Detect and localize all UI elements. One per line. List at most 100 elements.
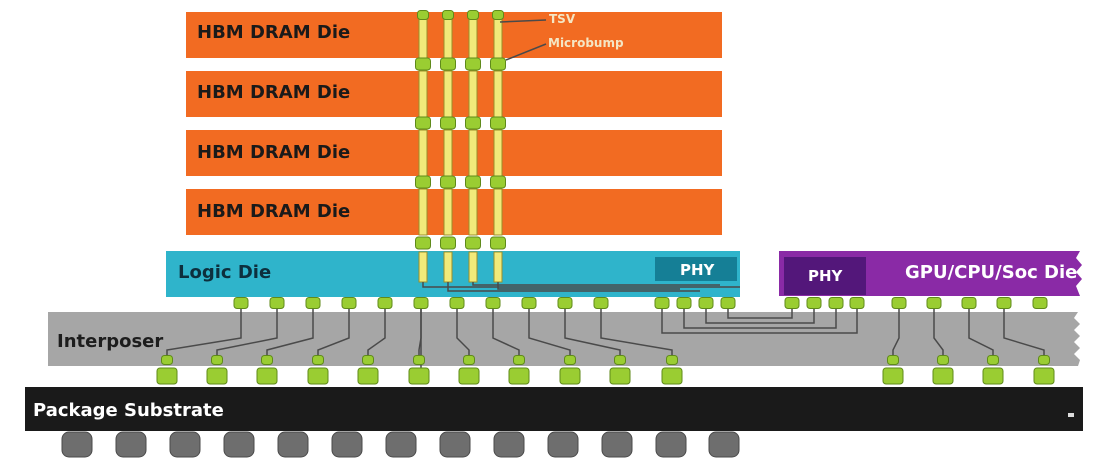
logic-die-microbump (676, 297, 692, 309)
bga-ball (493, 431, 525, 458)
microbump (465, 57, 481, 71)
c4-bump-cap (261, 355, 273, 365)
gpu-die-label: GPU/CPU/Soc Die (905, 262, 1078, 283)
package-substrate (25, 387, 1083, 431)
hbm-die-label-2: HBM DRAM Die (197, 82, 351, 103)
c4-bump (256, 367, 278, 385)
tsv (443, 70, 453, 118)
bga-ball (169, 431, 201, 458)
microbump (490, 175, 506, 189)
gpu-die-microbump (1032, 297, 1048, 309)
bga-ball (331, 431, 363, 458)
tsv (443, 251, 453, 283)
logic-die-microbump (305, 297, 321, 309)
c4-bump-cap (937, 355, 949, 365)
c4-bump (932, 367, 954, 385)
gpu-die-microbump (828, 297, 844, 309)
microbump (490, 57, 506, 71)
hbm-dram-die (186, 71, 722, 117)
hbm-dram-die (186, 130, 722, 176)
microbump (465, 175, 481, 189)
logic-die-microbump (593, 297, 609, 309)
logic-die-microbump (233, 297, 249, 309)
tsv (418, 70, 428, 118)
logic-die-trace (422, 282, 740, 288)
logic-die-microbump (377, 297, 393, 309)
logic-phy-block (655, 257, 737, 281)
interposer-label: Interposer (57, 331, 164, 352)
c4-bump-cap (564, 355, 576, 365)
microbump-callout-label: Microbump (548, 36, 624, 50)
tsv (493, 129, 503, 177)
c4-bump-cap (666, 355, 678, 365)
tsv (468, 251, 478, 283)
tsv (418, 188, 428, 236)
c4-bump (559, 367, 581, 385)
c4-bump (882, 367, 904, 385)
gpu-die-microbump (891, 297, 907, 309)
gpu-die-microbump (849, 297, 865, 309)
tsv (468, 70, 478, 118)
c4-bump-cap (513, 355, 525, 365)
substrate-marker (1068, 413, 1074, 417)
c4-bump (1033, 367, 1055, 385)
c4-bump-cap (161, 355, 173, 365)
logic-die-microbump (449, 297, 465, 309)
microbump (415, 236, 431, 250)
tsv (493, 70, 503, 118)
c4-bump (982, 367, 1004, 385)
bga-ball (277, 431, 309, 458)
phy-link-trace (661, 309, 858, 334)
microbump (440, 175, 456, 189)
phy-link-trace (727, 309, 793, 319)
gpu-die-microbump (926, 297, 942, 309)
hbm-dram-die (186, 12, 722, 58)
gpu-die-microbump (806, 297, 822, 309)
microbump (492, 10, 504, 20)
bga-ball (547, 431, 579, 458)
hbm-die-label-4: HBM DRAM Die (197, 201, 351, 222)
c4-bump-cap (312, 355, 324, 365)
c4-bump (661, 367, 683, 385)
c4-bump-cap (887, 355, 899, 365)
tsv-callout-leader (499, 19, 547, 23)
tsv (493, 251, 503, 283)
phy-link-trace (683, 309, 837, 329)
tsv (418, 129, 428, 177)
microbump (417, 10, 429, 20)
tsv (468, 129, 478, 177)
logic-die-trace (472, 282, 720, 286)
c4-bump (206, 367, 228, 385)
logic-die-trace (447, 282, 700, 292)
microbump (440, 57, 456, 71)
hbm-die-label-3: HBM DRAM Die (197, 142, 351, 163)
bga-ball (115, 431, 147, 458)
c4-bump (156, 367, 178, 385)
microbump (415, 175, 431, 189)
c4-bump-cap (1038, 355, 1050, 365)
c4-bump-cap (463, 355, 475, 365)
interposer (48, 312, 1080, 366)
bga-ball (61, 431, 93, 458)
c4-bump-cap (362, 355, 374, 365)
logic-die-microbump (720, 297, 736, 309)
c4-bump (307, 367, 329, 385)
microbump (442, 10, 454, 20)
gpu-phy-block (784, 257, 866, 295)
tsv (418, 251, 428, 283)
logic-die-trace (497, 282, 680, 290)
microbump (465, 116, 481, 130)
c4-bump-cap (987, 355, 999, 365)
logic-die-microbump (341, 297, 357, 309)
c4-bump-cap (614, 355, 626, 365)
hbm-dram-die (186, 189, 722, 235)
microbump (465, 236, 481, 250)
microbump (415, 57, 431, 71)
c4-bump (609, 367, 631, 385)
bga-ball (439, 431, 471, 458)
package-substrate-label: Package Substrate (33, 400, 224, 421)
c4-bump-cap (413, 355, 425, 365)
microbump (490, 116, 506, 130)
